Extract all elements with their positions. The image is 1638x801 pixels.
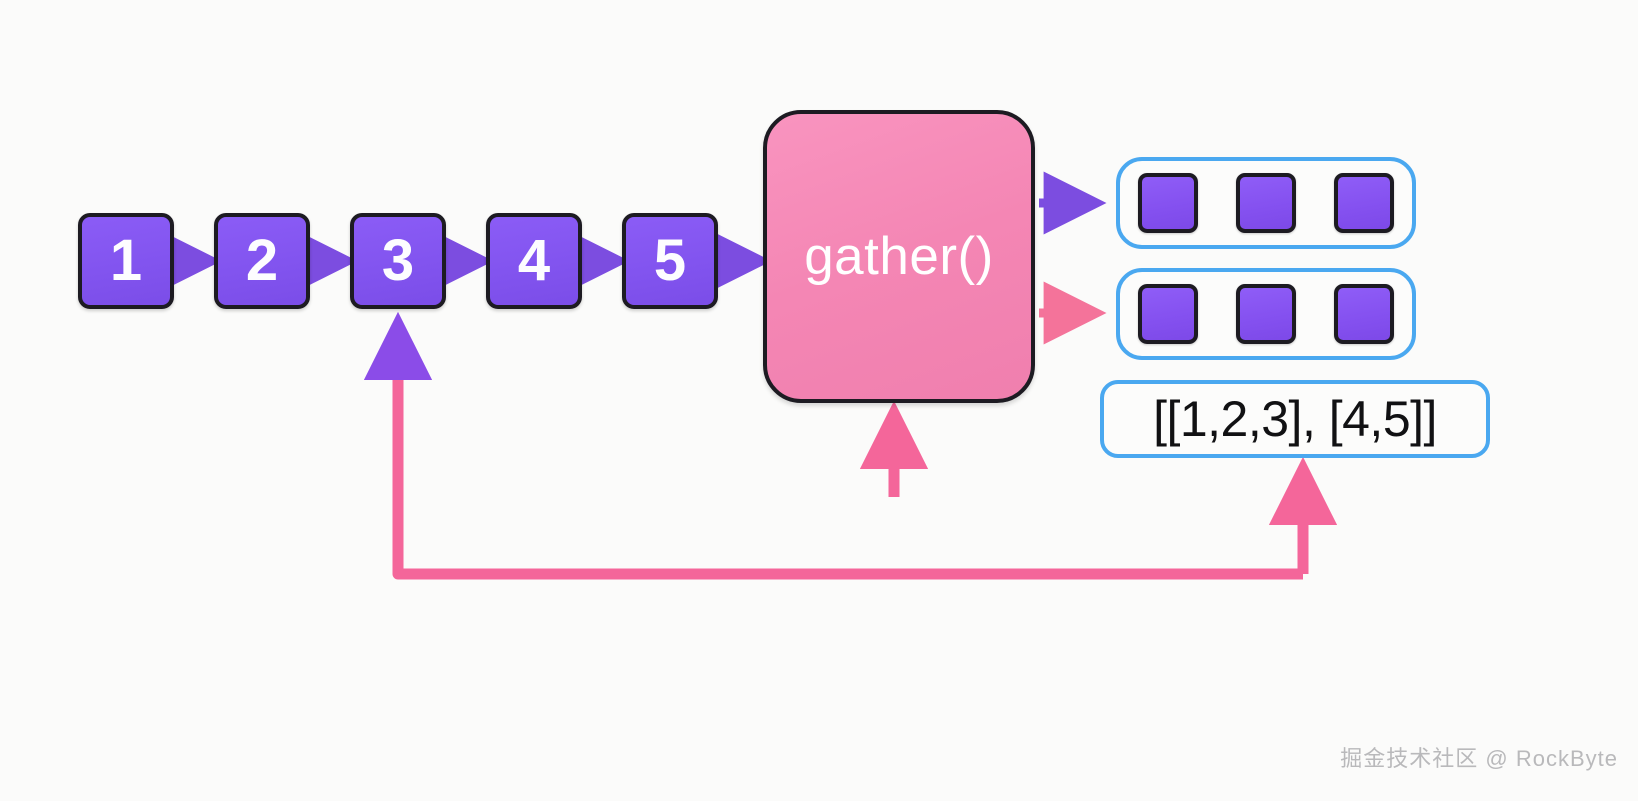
arrow-feedback-to-item-3: [363, 311, 1303, 580]
watermark: 掘金技术社区 @ RockByte: [1340, 746, 1618, 771]
result-text: [[1,2,3], [4,5]]: [1153, 391, 1437, 447]
sequence-item-3[interactable]: 3: [350, 213, 446, 309]
gather-node-label: gather(): [804, 227, 994, 286]
sequence-item-label: 1: [109, 228, 143, 293]
output-chip: [1138, 284, 1198, 344]
output-chip: [1138, 173, 1198, 233]
sequence-item-label: 2: [245, 228, 279, 293]
gather-node[interactable]: gather(): [763, 110, 1035, 403]
result-box[interactable]: [[1,2,3], [4,5]]: [1100, 380, 1490, 458]
sequence-item-label: 4: [517, 228, 551, 293]
output-chip: [1334, 173, 1394, 233]
output-chip: [1236, 173, 1296, 233]
sequence-item-4[interactable]: 4: [486, 213, 582, 309]
sequence-item-1[interactable]: 1: [78, 213, 174, 309]
output-chip: [1236, 284, 1296, 344]
sequence-item-label: 3: [381, 228, 415, 293]
output-group-1[interactable]: [1116, 157, 1416, 249]
sequence-item-label: 5: [653, 228, 687, 293]
sequence-item-2[interactable]: 2: [214, 213, 310, 309]
sequence-item-5[interactable]: 5: [622, 213, 718, 309]
output-chip: [1334, 284, 1394, 344]
output-group-2[interactable]: [1116, 268, 1416, 360]
